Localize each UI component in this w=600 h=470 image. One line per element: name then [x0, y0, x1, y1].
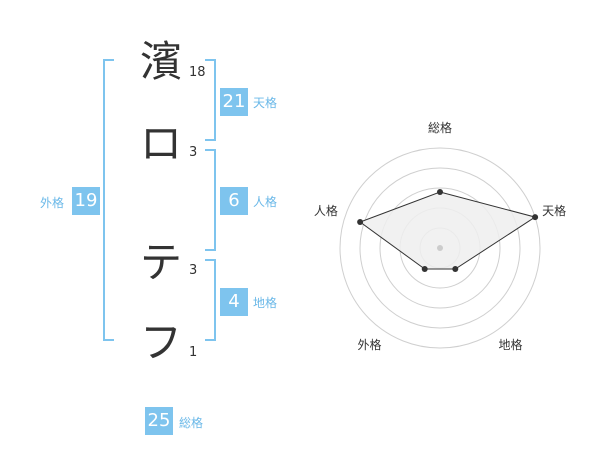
tenkaku-label: 天格 [253, 96, 278, 110]
radar-center-dot [437, 245, 443, 251]
jinkaku-label: 人格 [253, 195, 278, 209]
radar-point-4 [421, 266, 428, 273]
stroke-count-1: 18 [189, 65, 206, 80]
radar-ring [359, 167, 521, 329]
tenkaku-value-badge: 21 [220, 88, 248, 116]
radar-axis-label-3: 地格 [499, 337, 523, 352]
soukaku-label: 総格 [179, 416, 204, 430]
radar-axis-label-1: 総格 [428, 120, 452, 135]
jinkaku-bracket [205, 149, 216, 251]
name-char-4: フ [139, 318, 182, 367]
radar-ring [379, 187, 501, 309]
radar-data-polygon [359, 191, 537, 270]
stroke-count-2: 3 [189, 145, 198, 160]
gaikaku-label: 外格 [40, 196, 65, 210]
gaikaku-value-badge: 19 [72, 187, 100, 215]
jinkaku-value-badge: 6 [220, 187, 248, 215]
radar-point-1 [437, 189, 443, 195]
chikaku-label: 地格 [253, 296, 278, 310]
gaikaku-bracket [103, 59, 114, 341]
soukaku-value-badge: 25 [145, 407, 173, 435]
chikaku-value-badge: 4 [220, 288, 248, 316]
radar-axis-label-2: 天格 [542, 203, 566, 218]
stroke-count-4: 1 [189, 345, 198, 360]
radar-point-3 [452, 266, 459, 273]
radar-ring [339, 147, 541, 349]
tenkaku-bracket [205, 59, 216, 141]
chikaku-bracket [205, 259, 216, 341]
radar-point-2 [532, 214, 539, 221]
stroke-count-3: 3 [189, 263, 198, 278]
name-char-3: テ [139, 238, 182, 287]
name-char-2: ロ [139, 119, 182, 168]
name-char-1: 濱 [139, 37, 182, 86]
radar-point-5 [357, 219, 364, 226]
radar-axis-label-4: 外格 [357, 337, 381, 352]
radar-axis-label-5: 人格 [314, 203, 338, 218]
